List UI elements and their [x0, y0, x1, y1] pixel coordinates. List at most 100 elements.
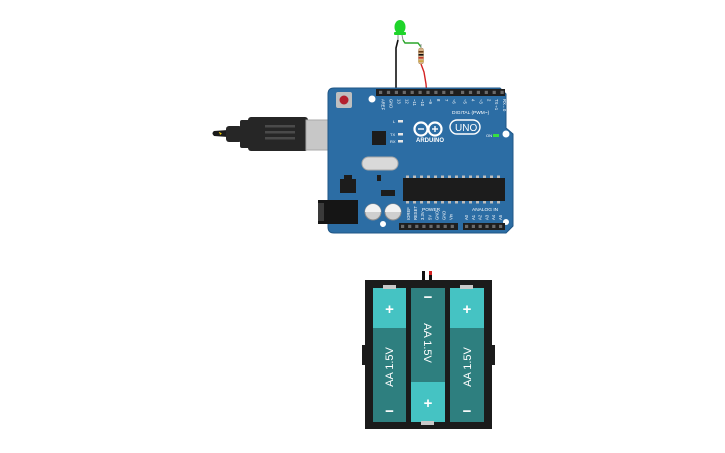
digital-pin-hole[interactable]: [492, 90, 496, 94]
crystal-oscillator: [361, 156, 399, 171]
cell-bottom-sign: −: [385, 403, 394, 420]
chip-pin: [434, 175, 437, 178]
power-pin-hole[interactable]: [443, 224, 447, 228]
digital-pin-hole[interactable]: [468, 90, 473, 94]
usb-bolt-icon: [218, 132, 222, 135]
uno-badge: [449, 119, 481, 135]
digital-pin-label: ~11: [412, 99, 417, 106]
power-pin-hole[interactable]: [415, 224, 419, 228]
digital-pin-label: ~10: [420, 99, 425, 107]
wire-green[interactable]: [402, 39, 422, 48]
digital-pin-hole[interactable]: [402, 90, 406, 94]
analog-pin-hole[interactable]: [492, 224, 496, 228]
arduino-logo: [413, 121, 443, 137]
power-pin-hole[interactable]: [450, 224, 454, 228]
analog-pin-label: A5: [498, 214, 503, 220]
digital-pin-hole[interactable]: [410, 90, 414, 94]
power-led: [493, 134, 499, 137]
chip-pin: [455, 175, 458, 178]
voltage-regulator: [340, 179, 356, 193]
power-pin-hole[interactable]: [401, 224, 405, 228]
power-pin-hole[interactable]: [429, 224, 433, 228]
digital-pin-label: 2: [486, 99, 491, 102]
power-header[interactable]: [399, 223, 458, 230]
power-header-label: POWER: [422, 207, 441, 213]
digital-pin-hole[interactable]: [476, 90, 480, 94]
usb-plug-body: [248, 117, 308, 151]
mounting-hole: [368, 95, 376, 103]
dc-barrel-jack[interactable]: [318, 200, 358, 224]
power-pin-hole[interactable]: [422, 224, 426, 228]
model-label: UNO: [455, 123, 477, 134]
analog-pin-hole[interactable]: [499, 224, 503, 228]
chip-pin: [413, 175, 416, 178]
capacitor: [384, 203, 402, 221]
digital-pin-hole[interactable]: [394, 90, 398, 94]
digital-header[interactable]: [376, 89, 505, 96]
chip-pin: [420, 201, 423, 204]
usb-interface-chip: [372, 131, 386, 145]
wire-black-gnd[interactable]: [395, 39, 399, 96]
digital-pin-label: TX➝1: [494, 99, 499, 111]
digital-pin-hole[interactable]: [442, 90, 446, 94]
battery-cell[interactable]: + − AA 1.5V: [450, 285, 484, 422]
digital-pin-label: ~5: [463, 99, 468, 104]
resistor[interactable]: [418, 44, 424, 65]
analog-header[interactable]: [463, 223, 505, 230]
power-pin-hole[interactable]: [408, 224, 412, 228]
power-pin-hole[interactable]: [436, 224, 440, 228]
chip-pin: [476, 201, 479, 204]
digital-pin-label: 7: [444, 99, 449, 102]
cell-bottom-sign: +: [424, 395, 433, 412]
digital-pin-hole[interactable]: [426, 90, 430, 94]
digital-pin-label: 4: [471, 99, 476, 102]
digital-pin-hole[interactable]: [484, 90, 488, 94]
cell-label: AA 1.5V: [421, 323, 433, 363]
digital-pin-hole[interactable]: [379, 90, 383, 94]
power-pin-label: 3.3V: [420, 211, 425, 220]
cell-label: AA 1.5V: [462, 346, 474, 386]
chip-pin: [441, 201, 444, 204]
digital-pin-hole[interactable]: [450, 90, 454, 94]
analog-pin-hole[interactable]: [471, 224, 475, 228]
chip-pin: [497, 201, 500, 204]
digital-pin-hole[interactable]: [461, 90, 465, 94]
led-anode-leg: [401, 34, 404, 41]
resistor-band: [418, 60, 424, 62]
chip-pin: [427, 201, 430, 204]
analog-pin-hole[interactable]: [478, 224, 482, 228]
battery-positive-tip: [429, 271, 432, 275]
usb-strain-relief: [226, 126, 242, 142]
analog-pin-label: A4: [491, 214, 496, 220]
on-led-label: ON: [486, 133, 492, 138]
capacitor: [364, 203, 382, 221]
cell-bottom-sign: −: [463, 403, 472, 420]
cell-top-sign: −: [424, 289, 433, 306]
chip-pin: [469, 201, 472, 204]
analog-pin-hole[interactable]: [465, 224, 469, 228]
digital-pin-hole[interactable]: [418, 90, 422, 94]
chip-pin: [462, 201, 465, 204]
led-component[interactable]: [394, 20, 406, 41]
chip-pin: [420, 175, 423, 178]
analog-pin-hole[interactable]: [485, 224, 489, 228]
battery-positive-lead: [429, 271, 432, 282]
analog-pin-label: A2: [478, 214, 483, 220]
chip-pin: [490, 201, 493, 204]
chip-pin: [483, 175, 486, 178]
reset-button[interactable]: [336, 92, 352, 108]
digital-pin-label: RX←0: [502, 99, 507, 112]
chip-pin: [406, 201, 409, 204]
battery-cell[interactable]: − + AA 1.5V: [411, 288, 445, 425]
digital-pin-hole[interactable]: [434, 90, 438, 94]
battery-pack[interactable]: + − AA 1.5V − + AA 1.5V + − AA 1.5V: [362, 271, 495, 429]
battery-cell[interactable]: + − AA 1.5V: [373, 285, 406, 422]
digital-pin-hole[interactable]: [500, 90, 504, 94]
mounting-hole: [502, 130, 510, 138]
mounting-hole: [380, 221, 386, 227]
power-pin-label: IOREF: [406, 207, 411, 220]
power-pin-label: Vin: [449, 213, 454, 220]
digital-pin-hole[interactable]: [386, 90, 391, 94]
